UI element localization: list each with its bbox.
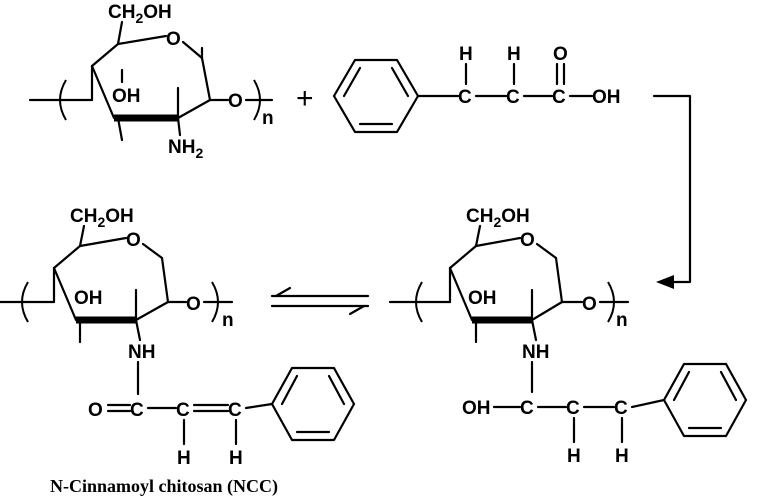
- beta-carbon: C: [228, 400, 242, 421]
- h-atom: H: [459, 44, 473, 65]
- nh2-label: NH2: [168, 137, 203, 161]
- hydroxyl-label: OH: [462, 398, 491, 419]
- h-atom: H: [615, 446, 629, 467]
- product-caption: N-Cinnamoyl chitosan (NCC): [50, 476, 278, 497]
- glycosidic-oxygen: O: [186, 294, 201, 315]
- c1-carbon: C: [520, 398, 534, 419]
- repeat-n: n: [262, 108, 274, 129]
- intermediate-product: CH2OH O OH O n NH OH C C H C H: [388, 206, 748, 467]
- chitosan-reactant: CH2OH O OH NH2 O n: [28, 2, 274, 161]
- oh-label: OH: [112, 86, 141, 107]
- c2-carbon: C: [566, 398, 580, 419]
- carbonyl-oxygen: O: [88, 400, 103, 421]
- h-atom: H: [229, 448, 243, 469]
- reaction-arrow: [652, 94, 692, 289]
- hydroxyl-label: OH: [592, 87, 621, 108]
- nh-label: NH: [522, 342, 549, 363]
- glycosidic-oxygen: O: [582, 294, 597, 315]
- ring-oxygen: O: [126, 230, 141, 251]
- ring-oxygen: O: [166, 29, 181, 50]
- ch2oh-label: CH2OH: [70, 206, 134, 230]
- ring-oxygen: O: [520, 230, 535, 251]
- carbonyl-oxygen: O: [553, 44, 568, 65]
- alpha-carbon: C: [458, 87, 472, 108]
- h-atom: H: [567, 446, 581, 467]
- oh-label: OH: [74, 288, 103, 309]
- ch2oh-label: CH2OH: [466, 206, 530, 230]
- carboxyl-carbon: C: [552, 87, 566, 108]
- plus-sign: +: [296, 82, 314, 115]
- repeat-n: n: [222, 310, 234, 331]
- alpha-carbon: C: [176, 400, 190, 421]
- h-atom: H: [507, 44, 521, 65]
- h-atom: H: [177, 448, 191, 469]
- glycosidic-oxygen: O: [228, 91, 243, 112]
- c3-carbon: C: [614, 398, 628, 419]
- cinnamic-acid-reactant: C H C H C O OH: [332, 44, 621, 134]
- equilibrium-arrows: [270, 286, 370, 316]
- ch2oh-label: CH2OH: [108, 2, 172, 26]
- repeat-n: n: [616, 310, 628, 331]
- ncc-product: CH2OH O OH O n NH O C C H C: [0, 206, 356, 469]
- beta-carbon: C: [506, 87, 520, 108]
- nh-label: NH: [128, 342, 155, 363]
- oh-label: OH: [468, 288, 497, 309]
- amide-carbon: C: [130, 400, 144, 421]
